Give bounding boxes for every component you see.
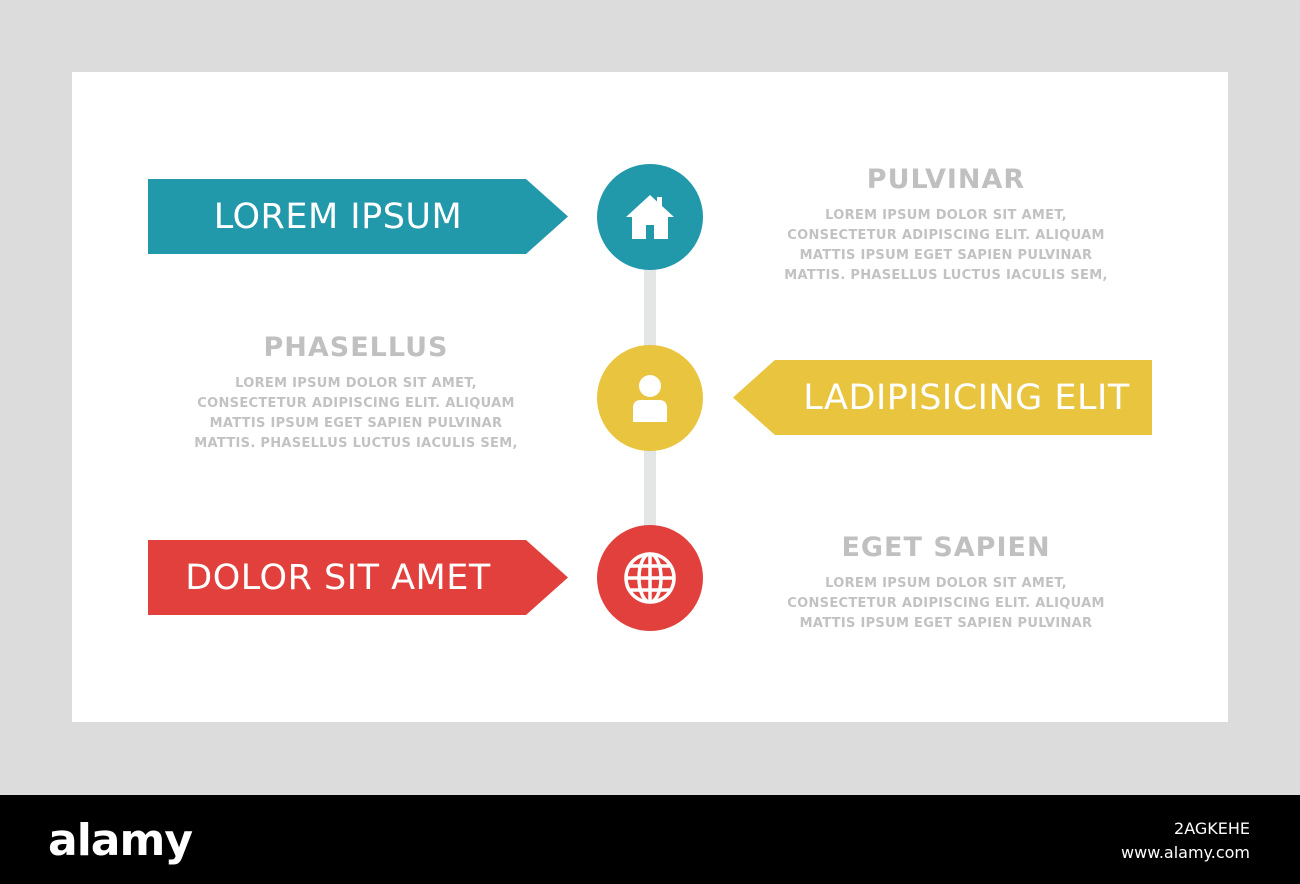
banner-dolor-sit-amet: DOLOR SIT AMET <box>148 540 568 615</box>
body-line: LOREM IPSUM DOLOR SIT AMET, <box>825 576 1067 591</box>
body-line: CONSECTETUR ADIPISCING ELIT. ALIQUAM <box>197 396 515 411</box>
alamy-logo: alamy <box>48 815 193 866</box>
image-id: 2AGKEHE <box>1174 819 1250 838</box>
home-icon <box>626 195 674 239</box>
banner-label: DOLOR SIT AMET <box>185 557 491 598</box>
text-block-pulvinar: PULVINAR LOREM IPSUM DOLOR SIT AMET, CON… <box>776 164 1116 286</box>
body-line: CONSECTETUR ADIPISCING ELIT. ALIQUAM <box>787 596 1105 611</box>
stock-footer: alamy 2AGKEHE www.alamy.com <box>0 795 1300 884</box>
globe-icon <box>624 552 676 604</box>
banner-label: LOREM IPSUM <box>213 196 463 237</box>
text-block-phasellus: PHASELLUS LOREM IPSUM DOLOR SIT AMET, CO… <box>186 332 526 454</box>
site-url: www.alamy.com <box>1121 843 1250 862</box>
banner-lorem-ipsum: LOREM IPSUM <box>148 179 568 254</box>
image-credit: 2AGKEHE www.alamy.com <box>1121 817 1250 865</box>
banner-ladipisicing-elit: LADIPISICING ELIT <box>733 360 1152 435</box>
body-line: CONSECTETUR ADIPISCING ELIT. ALIQUAM <box>787 228 1105 243</box>
body-line: LOREM IPSUM DOLOR SIT AMET, <box>825 208 1067 223</box>
home-node <box>597 164 703 270</box>
body-line: LOREM IPSUM DOLOR SIT AMET, <box>235 376 477 391</box>
body-line: MATTIS. PHASELLUS LUCTUS IACULIS SEM, <box>784 268 1108 283</box>
body-line: MATTIS IPSUM EGET SAPIEN PULVINAR <box>799 248 1093 263</box>
text-block-eget-sapien: EGET SAPIEN LOREM IPSUM DOLOR SIT AMET, … <box>776 532 1116 634</box>
user-icon <box>633 375 667 422</box>
banner-label: LADIPISICING ELIT <box>803 377 1130 418</box>
body-line: MATTIS. PHASELLUS LUCTUS IACULIS SEM, <box>194 436 518 451</box>
block-heading: PHASELLUS <box>263 332 449 363</box>
body-line: MATTIS IPSUM EGET SAPIEN PULVINAR <box>209 416 503 431</box>
block-heading: EGET SAPIEN <box>841 532 1051 563</box>
globe-node <box>597 525 703 631</box>
body-line: MATTIS IPSUM EGET SAPIEN PULVINAR <box>799 616 1093 631</box>
block-heading: PULVINAR <box>866 164 1026 195</box>
user-node <box>597 345 703 451</box>
